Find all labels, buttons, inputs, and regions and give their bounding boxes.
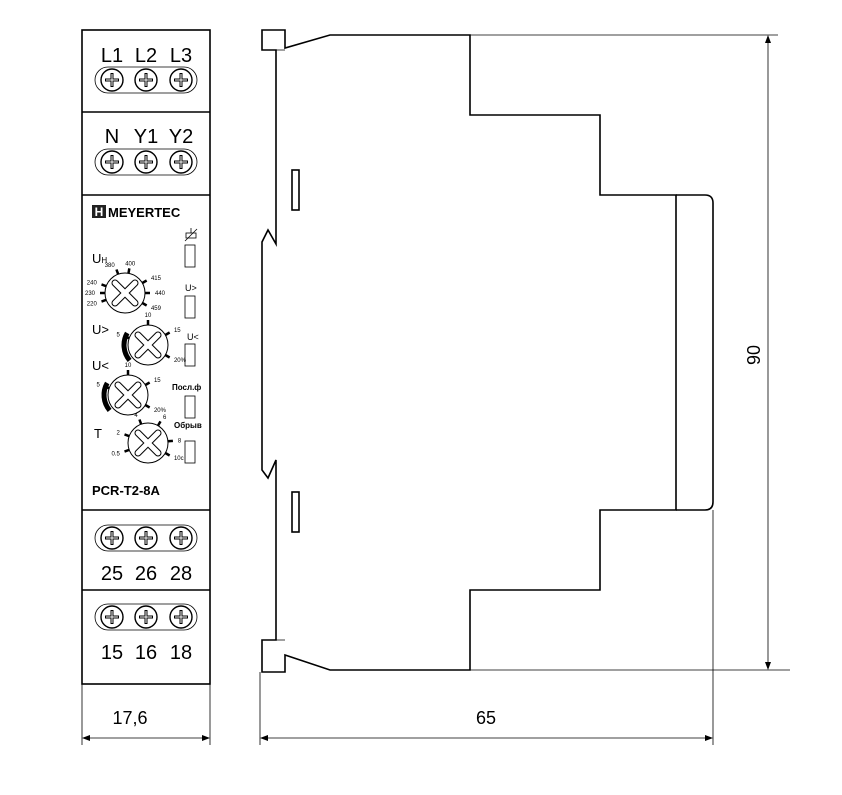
knob-tick-label: 380 — [105, 263, 116, 269]
brand-name: MEYERTEC — [108, 205, 181, 220]
terminal-strip — [94, 66, 198, 94]
model-label: PCR-T2-8A — [92, 483, 161, 498]
screw-icon — [169, 68, 193, 92]
knob-tick-label: 4 — [134, 413, 138, 419]
terminal-label: 28 — [170, 563, 192, 585]
led-phase-seq — [184, 395, 196, 419]
knob-tick-label: 15 — [154, 378, 161, 384]
knob-label-uunder: U< — [92, 358, 109, 373]
dimensions: 17,6 65 90 — [81, 34, 790, 745]
knob-tick — [156, 420, 162, 427]
dim-depth: 65 — [476, 708, 496, 728]
knob-tick-label: 2 — [116, 431, 120, 437]
knob-t[interactable]: 0.5 2 4 6 8 10c — [111, 413, 184, 464]
knob-tick — [141, 301, 148, 307]
knob-tick — [124, 335, 130, 340]
terminal-label: 18 — [170, 642, 192, 664]
screw-icon — [169, 526, 193, 550]
led-label: U< — [187, 332, 199, 342]
knob-tick-label: 240 — [87, 281, 98, 287]
knob-tick-label: 6 — [163, 415, 167, 421]
knob-tick-label: 459 — [151, 306, 162, 312]
knob-label-uover: U> — [92, 322, 109, 337]
terminal-label: L1 — [101, 45, 123, 67]
svg-text:H: H — [95, 205, 104, 219]
dim-height: 90 — [744, 345, 764, 365]
led-relay — [184, 244, 196, 268]
screw-icon — [134, 68, 158, 92]
led-uunder — [184, 343, 196, 367]
side-view — [261, 29, 714, 673]
brand-logo: H MEYERTEC — [92, 205, 181, 220]
knob-tick-label: 220 — [87, 301, 98, 307]
knob-label-un: UH — [92, 251, 107, 266]
knob-tick-label: 440 — [155, 291, 166, 297]
terminal-strip — [94, 603, 198, 631]
screw-icon — [134, 526, 158, 550]
terminal-label: 26 — [135, 563, 157, 585]
knob-tick-label: 415 — [151, 276, 162, 282]
led-label: U> — [185, 283, 197, 293]
knob-tick-label: 400 — [125, 261, 136, 267]
screw-icon — [169, 605, 193, 629]
screw-icon — [100, 150, 124, 174]
knob-tick — [101, 283, 107, 288]
terminal-label: Y1 — [134, 126, 158, 148]
terminal-strip — [94, 148, 198, 176]
knob-tick — [164, 451, 171, 457]
terminal-label: L3 — [170, 45, 192, 67]
knob-tick — [138, 419, 143, 425]
terminal-strip — [94, 524, 198, 552]
knob-tick-label: 20% — [154, 408, 167, 414]
led-label: Обрыв — [174, 421, 202, 430]
screw-icon — [100, 68, 124, 92]
knob-tick-label: 15 — [174, 328, 181, 334]
screw-icon — [134, 150, 158, 174]
knob-tick-label: 10 — [145, 313, 152, 319]
terminal-label: Y2 — [169, 126, 193, 148]
knob-tick — [164, 331, 171, 337]
knob-tick-label: 10c — [174, 456, 184, 462]
knob-tick — [124, 433, 130, 438]
knob-tick-label: 5 — [96, 383, 100, 389]
knob-label-t: T — [94, 426, 102, 441]
knob-tick-label: 20% — [174, 358, 187, 364]
knob-un[interactable]: 220 230 240 380 400 415 440 459 — [85, 261, 166, 314]
knob-uunder[interactable]: 5 10 15 20% — [96, 363, 167, 416]
terminal-label: L2 — [135, 45, 157, 67]
terminal-label: N — [105, 126, 119, 148]
led-break — [184, 440, 196, 464]
knob-tick — [104, 385, 110, 390]
dim-front-width: 17,6 — [112, 708, 147, 728]
led-uover — [184, 295, 196, 319]
knob-tick — [115, 269, 120, 275]
knob-tick — [101, 298, 107, 303]
knob-tick — [127, 268, 131, 274]
screw-icon — [169, 150, 193, 174]
terminal-label: 15 — [101, 642, 123, 664]
knob-tick — [124, 448, 130, 453]
screw-icon — [134, 605, 158, 629]
knob-tick-label: 0.5 — [111, 451, 120, 457]
knob-tick-label: 5 — [116, 333, 120, 339]
knob-uover[interactable]: 5 10 15 20% — [116, 313, 187, 366]
front-view: L1 L2 L3 N Y1 Y2 25 26 28 15 16 18 H MEY… — [81, 29, 211, 685]
terminal-label: 25 — [101, 563, 123, 585]
terminal-label: 16 — [135, 642, 157, 664]
knob-tick-label: 230 — [85, 291, 96, 297]
knob-tick — [144, 403, 151, 409]
screw-icon — [100, 605, 124, 629]
knob-tick — [164, 353, 171, 359]
led-label: Посл.ф — [172, 383, 201, 392]
knob-tick — [141, 279, 148, 285]
screw-icon — [100, 526, 124, 550]
knob-tick-label: 10 — [125, 363, 132, 369]
relay-icon — [184, 228, 198, 242]
knob-tick-label: 8 — [178, 438, 182, 444]
knob-tick — [144, 381, 151, 387]
